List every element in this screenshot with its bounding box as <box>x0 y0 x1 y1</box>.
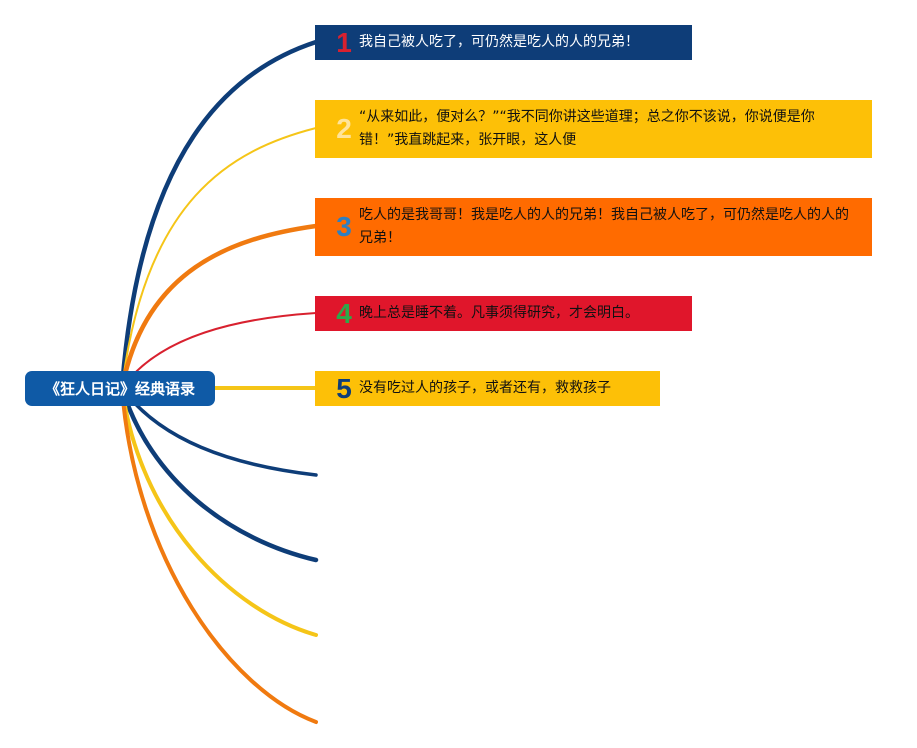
branch-number: 2 <box>336 113 352 144</box>
branch-topic-2[interactable]: 2 “从来如此，便对么？”“我不同你讲这些道理；总之你不该说，你说便是你错！”我… <box>315 100 872 158</box>
root-topic-label: 《狂人日记》经典语录 <box>44 380 195 398</box>
branch-topic-1[interactable]: 1 我自己被人吃了，可仍然是吃人的人的兄弟！ <box>315 25 692 60</box>
branch-number: 4 <box>336 297 352 329</box>
branch-topic-4[interactable]: 4 晚上总是睡不着。凡事须得研究，才会明白。 <box>315 296 692 331</box>
connector-9 <box>120 386 318 724</box>
branch-text: 吃人的是我哥哥！我是吃人的人的兄弟！我自己被人吃了，可仍然是吃人的人的兄弟！ <box>359 207 849 246</box>
connector-1 <box>119 39 319 391</box>
branch-text: 晚上总是睡不着。凡事须得研究，才会明白。 <box>359 305 639 321</box>
branch-text: “从来如此，便对么？”“我不同你讲这些道理；总之你不该说，你说便是你错！”我直跳… <box>359 109 815 148</box>
connector-6 <box>120 386 318 477</box>
branch-number: 3 <box>336 211 352 242</box>
branch-number: 1 <box>336 26 352 58</box>
branch-number: 5 <box>336 372 352 404</box>
connector-3 <box>119 223 319 391</box>
connector-7 <box>119 385 319 563</box>
connector-8 <box>120 386 318 637</box>
connector-4 <box>121 312 317 389</box>
root-topic[interactable]: 《狂人日记》经典语录 <box>25 371 215 406</box>
branch-topic-5[interactable]: 5 没有吃过人的孩子，或者还有，救救孩子 <box>315 371 660 406</box>
branch-text: 我自己被人吃了，可仍然是吃人的人的兄弟！ <box>359 34 639 50</box>
branch-topic-3[interactable]: 3 吃人的是我哥哥！我是吃人的人的兄弟！我自己被人吃了，可仍然是吃人的人的兄弟！ <box>315 198 872 256</box>
branch-text: 没有吃过人的孩子，或者还有，救救孩子 <box>359 380 611 396</box>
connector-2 <box>121 127 317 389</box>
